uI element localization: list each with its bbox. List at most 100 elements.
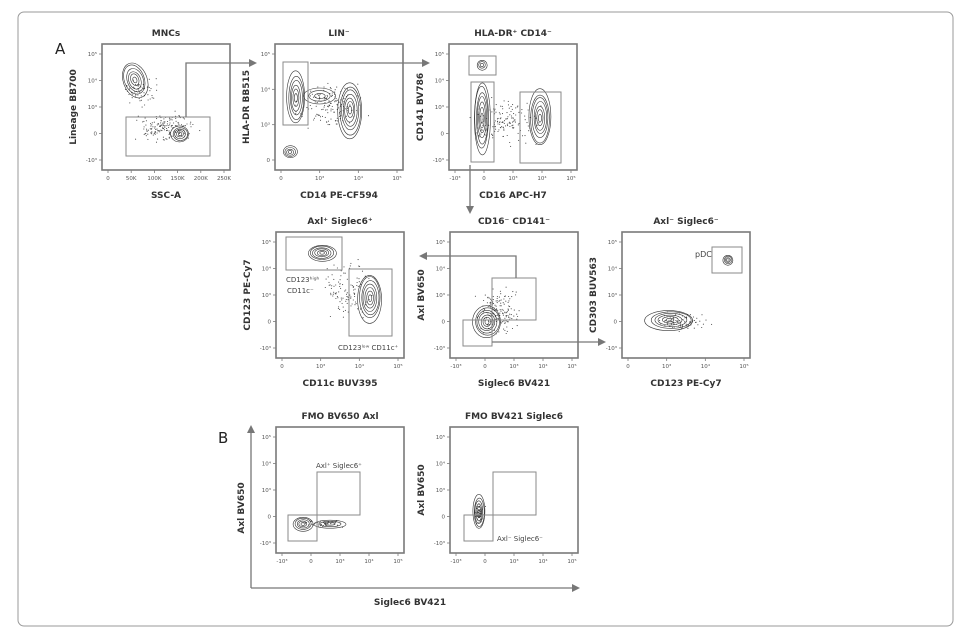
mncs-event — [135, 138, 137, 140]
mncs-event — [146, 128, 148, 130]
y-tick-label: 10⁴ — [262, 266, 272, 273]
plot-ylabel: HLA-DR BB515 — [242, 70, 252, 144]
hla-event — [495, 111, 497, 113]
mncs-event — [139, 91, 141, 93]
mncs-event — [143, 133, 145, 136]
axlpos-event — [342, 306, 344, 308]
lin-event — [319, 116, 322, 118]
y-tick-label: 0 — [442, 320, 446, 326]
x-tick-label: 0 — [482, 176, 486, 182]
hla-event — [524, 115, 526, 117]
gate-label-pdc: pDC — [695, 250, 712, 259]
axlpos-event — [345, 293, 348, 295]
mncs-event — [168, 130, 170, 132]
hla-event — [482, 124, 484, 126]
x-tick-label: 0 — [279, 176, 283, 182]
gate-label-cd11cneg: CD11c⁻ — [287, 287, 314, 295]
x-tick-label: -10³ — [450, 363, 461, 370]
cd16neg-event — [499, 312, 501, 314]
hla-event — [512, 127, 514, 129]
cd16neg-event — [503, 328, 505, 330]
lin-event — [326, 96, 329, 98]
axlpos-event — [330, 294, 332, 296]
mncs-event — [166, 138, 168, 140]
hla-cd16pos-contour — [536, 109, 544, 126]
y-tick-label: -10³ — [606, 345, 617, 352]
axlpos-event — [366, 301, 368, 303]
hla-event — [478, 136, 480, 138]
hla-cd141pos-contour — [476, 60, 488, 71]
mncs-event — [169, 122, 171, 124]
hla-event — [513, 120, 515, 122]
lin-event — [326, 94, 328, 96]
x-tick-label: 10⁴ — [538, 363, 548, 370]
lin-event — [336, 86, 338, 88]
hla-event — [517, 132, 519, 134]
lin-event — [325, 97, 327, 99]
lin-event — [334, 91, 336, 93]
mncs-event — [183, 125, 185, 127]
plot-xlabel: SSC-A — [151, 191, 181, 201]
mncs-event — [148, 86, 150, 89]
hla-event — [527, 125, 529, 127]
plot-title: FMO BV650 Axl — [301, 412, 378, 422]
hla-cd16pos-contour — [531, 97, 549, 138]
lin-low-contour — [284, 147, 296, 157]
y-tick-label: 10⁴ — [262, 461, 272, 468]
axlneg-event — [705, 319, 707, 321]
cd16neg-event — [504, 329, 506, 331]
cd16neg-event — [489, 302, 491, 304]
fmo650-event — [317, 523, 319, 525]
hla-event — [507, 116, 509, 118]
hla-cd16pos-contour — [528, 88, 552, 145]
axlneg-pdc-contour — [723, 255, 733, 265]
lin-event — [336, 120, 338, 122]
mncs-event — [147, 94, 149, 96]
mncs-lineage-neg-contour — [174, 128, 186, 140]
lin-event — [312, 96, 315, 98]
mncs-event — [162, 122, 164, 124]
lin-event — [323, 98, 325, 100]
mncs-event — [162, 136, 164, 138]
cd16neg-event — [497, 309, 499, 312]
hla-event — [497, 123, 499, 125]
mncs-event — [167, 129, 169, 131]
axlpos-event — [329, 284, 331, 286]
mncs-event — [147, 133, 149, 135]
lin-event — [333, 111, 335, 113]
mncs-event — [163, 128, 165, 130]
hla-event — [500, 117, 502, 119]
axlneg-event — [684, 320, 686, 322]
mncs-event — [128, 93, 130, 96]
cd16neg-event — [500, 305, 502, 307]
lin-event — [307, 127, 309, 129]
mncs-event — [153, 121, 155, 123]
axlpos-event — [346, 295, 348, 298]
axlpos-event — [356, 277, 358, 279]
lin-event — [338, 107, 340, 109]
lin-event — [334, 101, 336, 103]
axlpos-event — [328, 281, 330, 283]
hla-event — [506, 134, 508, 137]
axlpos-event — [335, 292, 337, 294]
cd16neg-event — [497, 318, 499, 320]
lin-event — [295, 104, 297, 106]
fmo650-main-contour — [300, 522, 306, 526]
axlpos-event — [340, 287, 342, 289]
axlpos-event — [358, 265, 360, 267]
axlpos-event — [331, 274, 333, 276]
cd16neg-event — [494, 304, 496, 306]
axlpos-event — [357, 308, 359, 310]
axlneg-event — [672, 326, 674, 329]
lin-event — [336, 117, 338, 119]
axlpos-event — [357, 259, 359, 261]
x-tick-label: 0 — [483, 364, 487, 370]
plot-frame — [621, 231, 751, 359]
lin-event — [316, 102, 318, 104]
panel-label-b: B — [218, 429, 228, 447]
hla-event — [521, 135, 524, 137]
axlpos-cd123low-contour — [361, 280, 380, 316]
x-tick-label: -10³ — [450, 558, 461, 565]
